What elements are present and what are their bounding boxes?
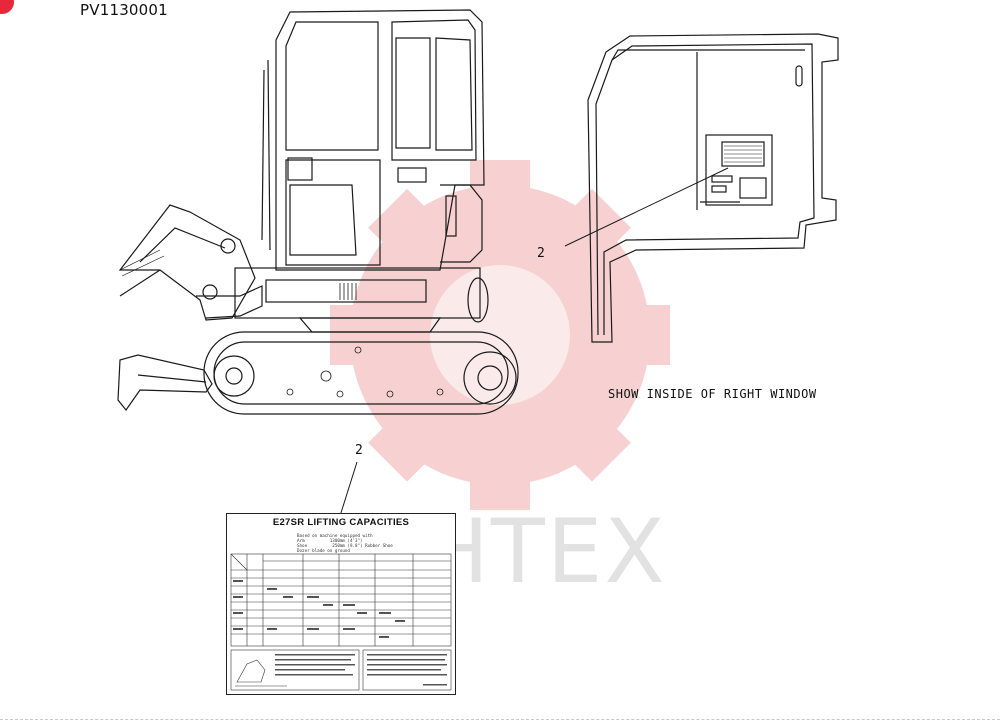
decal-leader-line — [339, 461, 358, 517]
window-callout-number: 2 — [537, 246, 545, 261]
decal-subtitle-line: Arm 1300mm (4'3") — [297, 538, 363, 543]
window-view-caption: SHOW INSIDE OF RIGHT WINDOW — [608, 387, 817, 401]
decal-subtitle: Based on machine equipped with Arm 1300m… — [297, 533, 393, 553]
decal-title: E27SR LIFTING CAPACITIES — [272, 517, 410, 528]
footer-dotted-rule — [0, 719, 1000, 723]
decal-subtitle-line: Shoe 250mm (9.8") Rubber Shoe — [297, 543, 393, 548]
decal-callout-number: 2 — [355, 443, 363, 458]
decal-capacity-table — [230, 553, 452, 691]
decal-subtitle-line: Dozer blade on ground — [297, 548, 350, 553]
window-leader-line — [564, 167, 729, 247]
decal-subtitle-line: Based on machine equipped with — [297, 533, 373, 538]
diagram-reference-id: PV1130001 — [80, 1, 168, 19]
lifting-capacity-decal: E27SR LIFTING CAPACITIES Based on machin… — [226, 513, 456, 695]
